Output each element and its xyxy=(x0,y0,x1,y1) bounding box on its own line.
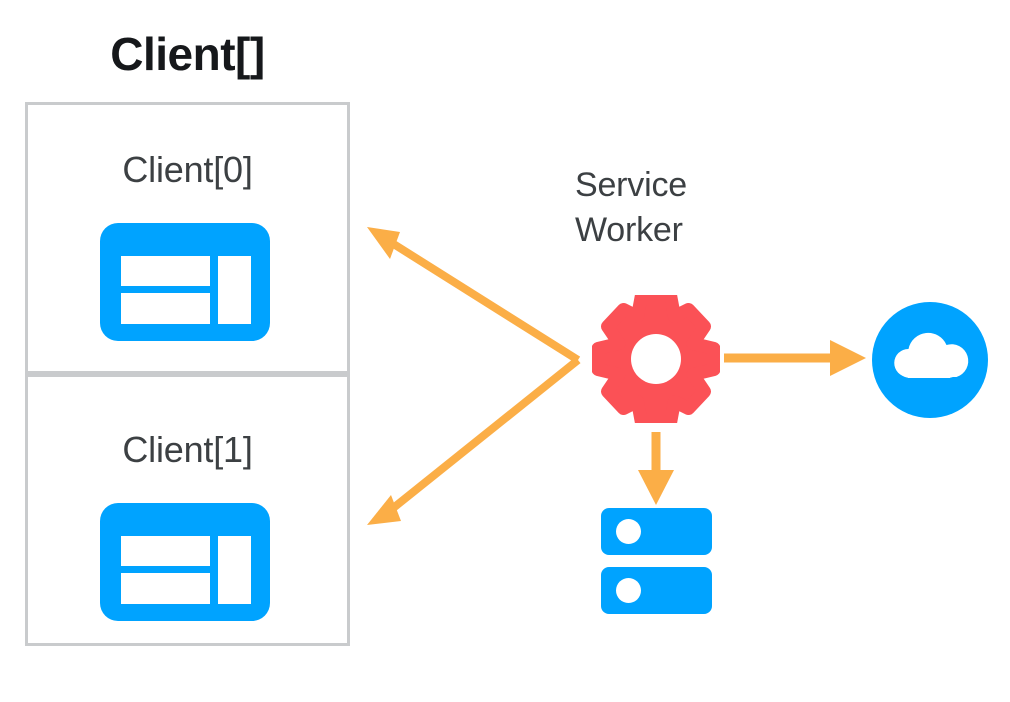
arrow-service-worker-to-storage xyxy=(638,432,674,505)
browser-pane-right xyxy=(218,536,251,604)
client-label-1: Client[1] xyxy=(122,429,253,470)
storage-bar-top xyxy=(601,508,712,555)
arrow-service-worker-to-client-0 xyxy=(367,227,581,364)
storage-icon xyxy=(601,508,712,614)
storage-bar-bottom xyxy=(601,567,712,614)
cloud-icon xyxy=(872,302,988,418)
browser-pane-top-left xyxy=(121,536,210,566)
browser-pane-bottom-left xyxy=(121,293,210,324)
service-worker-label-line1: Service xyxy=(575,166,687,204)
client-label-0: Client[0] xyxy=(122,149,253,190)
page-title: Client[] xyxy=(110,28,265,80)
browser-pane-top-left xyxy=(121,256,210,286)
gear-icon xyxy=(591,288,721,430)
storage-indicator-dot xyxy=(616,519,641,544)
arrow-service-worker-to-client-1 xyxy=(367,356,581,525)
browser-pane-right xyxy=(218,256,251,324)
arrow-service-worker-to-cloud xyxy=(724,340,866,376)
service-worker-label-line2: Worker xyxy=(575,211,683,249)
browser-window-icon xyxy=(100,503,270,621)
service-worker-label: Service Worker xyxy=(575,163,755,253)
browser-window-icon xyxy=(100,223,270,341)
browser-pane-bottom-left xyxy=(121,573,210,604)
storage-indicator-dot xyxy=(616,578,641,603)
